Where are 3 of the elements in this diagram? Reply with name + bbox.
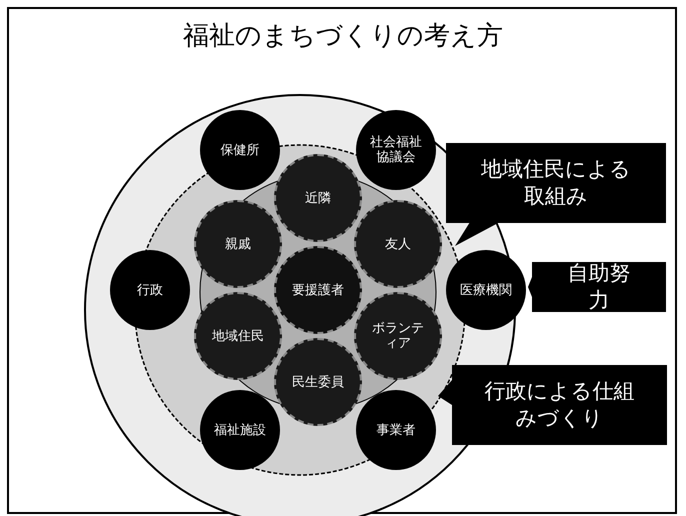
callout-box: 自助努力 (532, 262, 666, 312)
title: 福祉のまちづくりの考え方 (182, 20, 504, 53)
callout-box: 行政による仕組みづくり (452, 365, 667, 445)
